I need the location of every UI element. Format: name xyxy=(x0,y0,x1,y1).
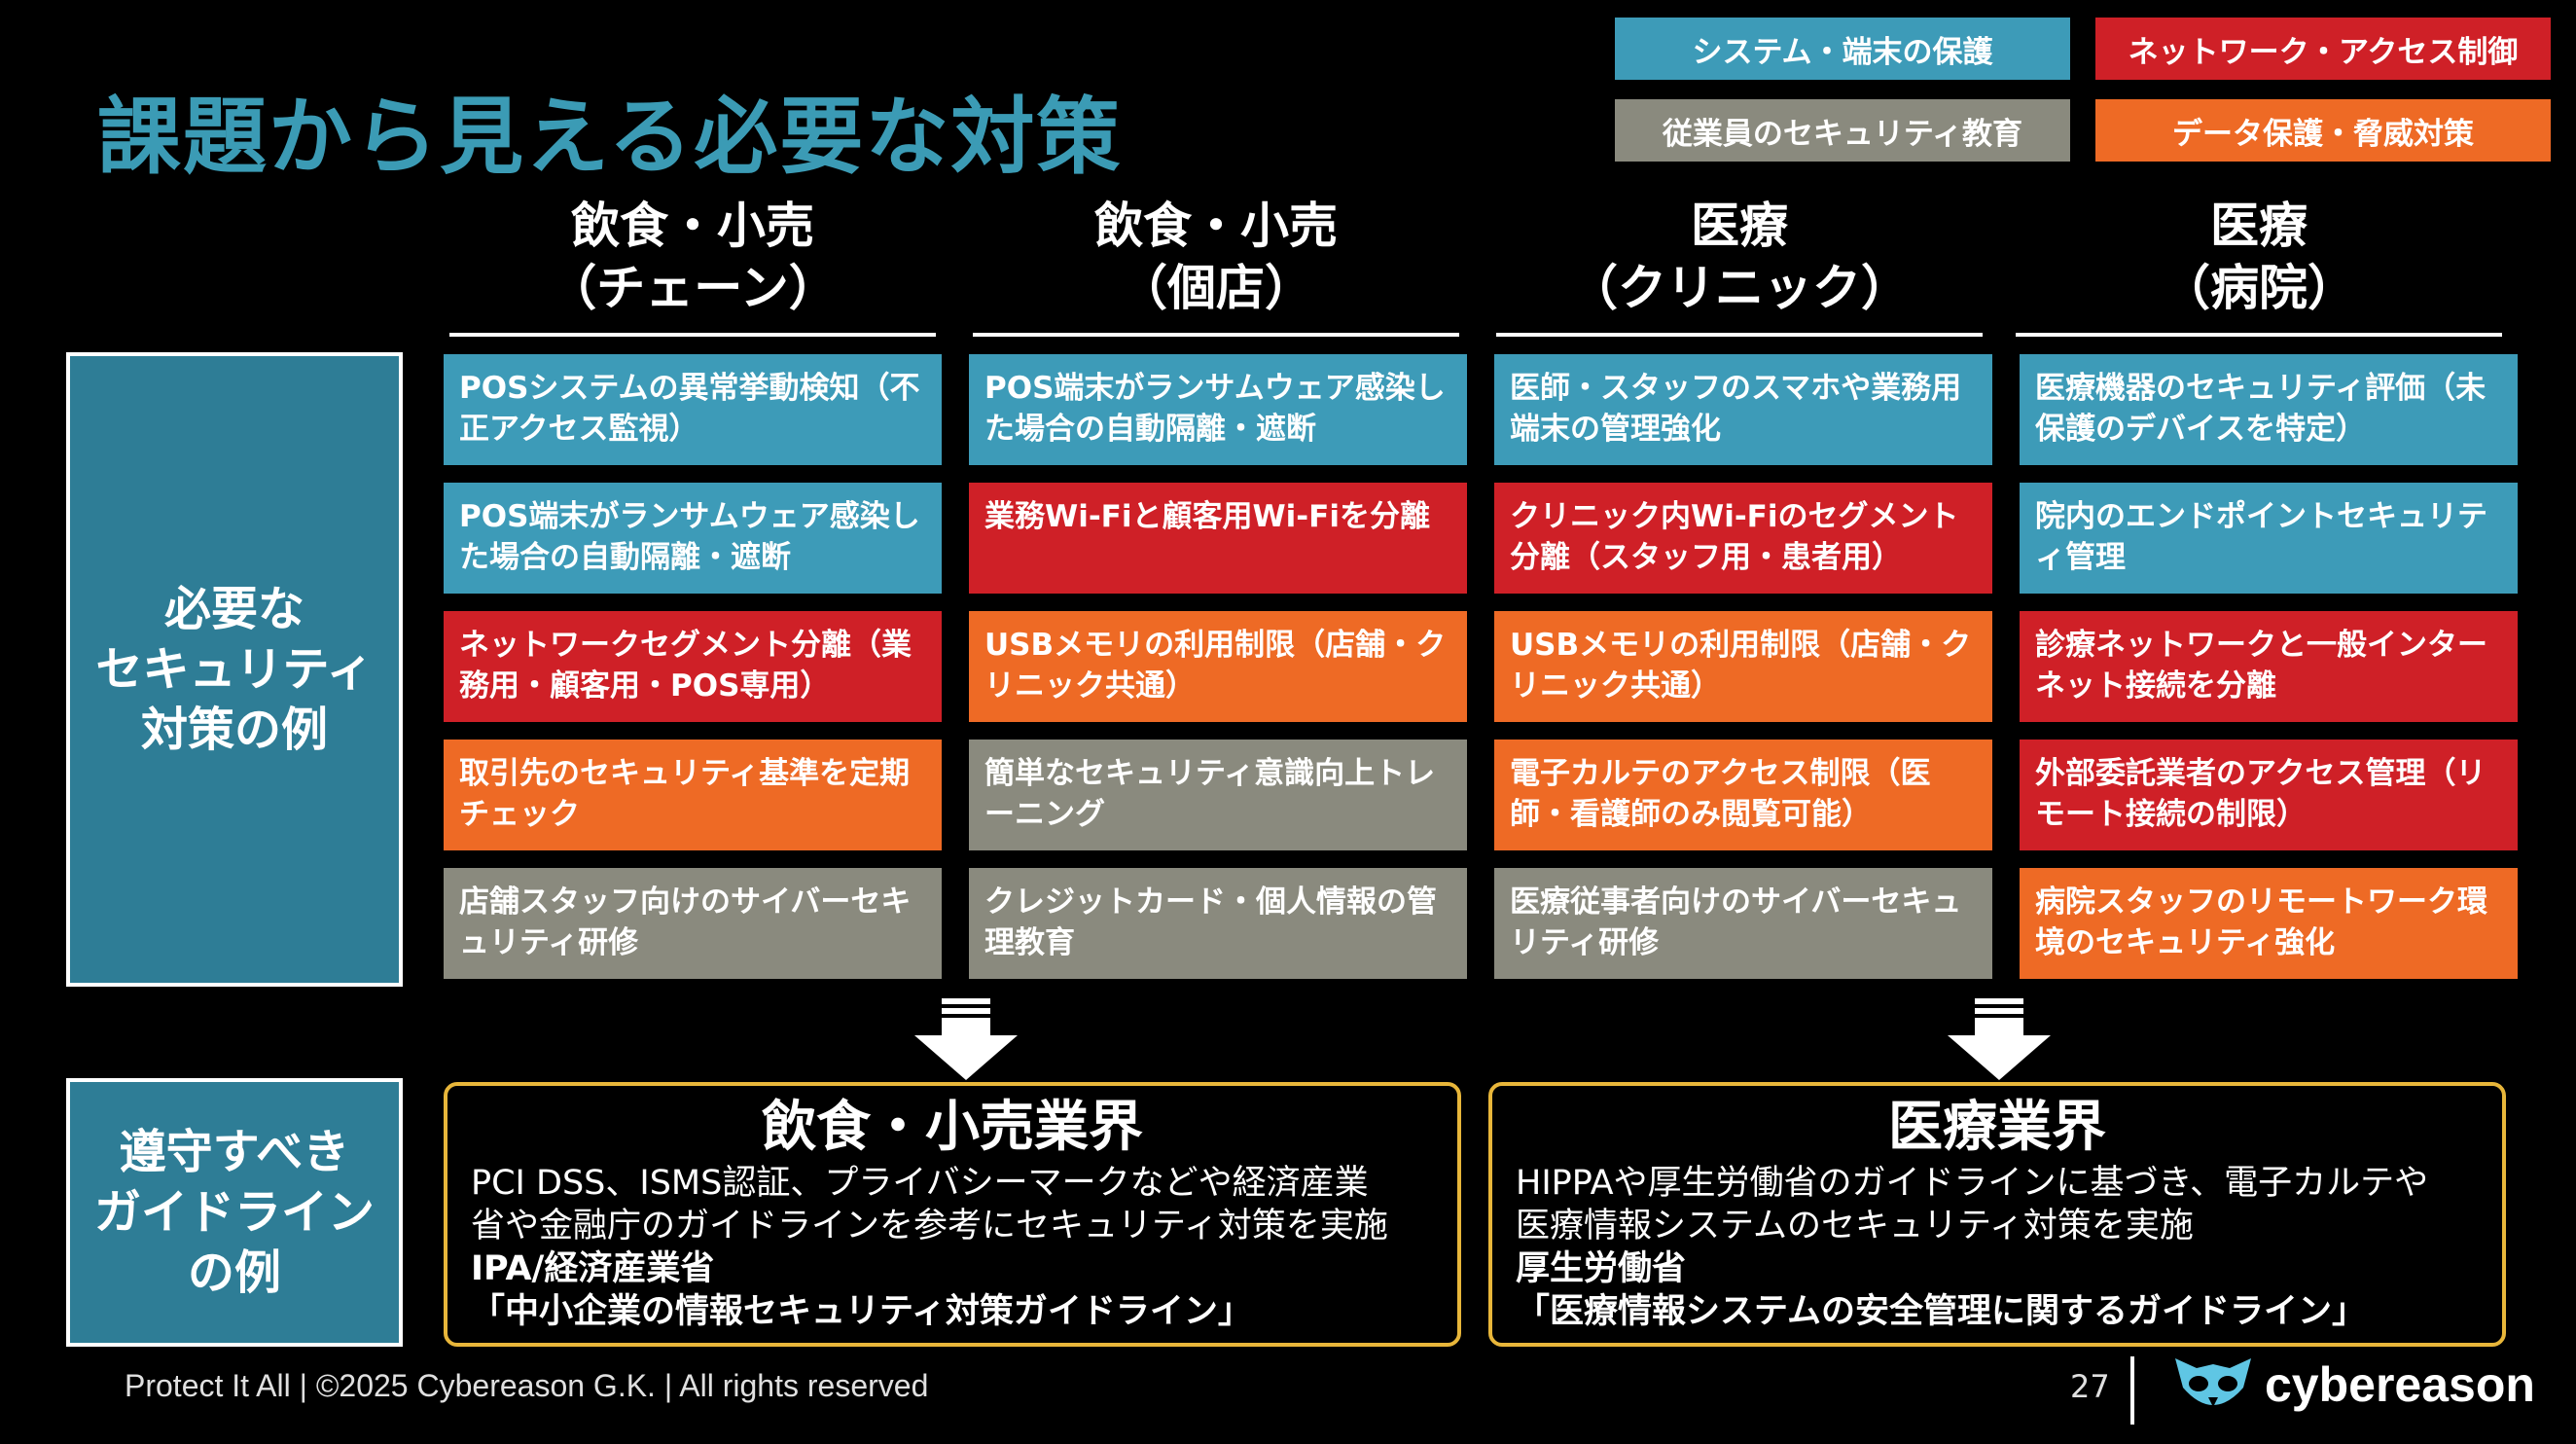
legend-employee-education: 従業員のセキュリティ教育 xyxy=(1615,99,2070,162)
guideline-org: 厚生労働省 xyxy=(1516,1249,1687,1288)
measure-cell: USBメモリの利用制限（店舗・クリニック共通） xyxy=(1494,611,1992,722)
side-label-measures: 必要な セキュリティ 対策の例 xyxy=(66,352,403,987)
side-label-line: の例 xyxy=(187,1245,281,1300)
legend-network-access: ネットワーク・アクセス制御 xyxy=(2095,18,2551,80)
column-header-line2: （個店） xyxy=(1119,260,1313,316)
side-label-line: 遵守すべき xyxy=(119,1125,350,1179)
brand-logo: cybereason xyxy=(2171,1354,2535,1415)
guideline-doc: 「中小企業の情報セキュリティ対策ガイドライン」 xyxy=(471,1292,1252,1331)
measure-cell: 診療ネットワークと一般インターネット接続を分離 xyxy=(2020,611,2518,722)
measure-cell: 簡単なセキュリティ意識向上トレーニング xyxy=(969,740,1467,850)
measures-grid: POSシステムの異常挙動検知（不正アクセス監視）POS端末がランサムウェア感染し… xyxy=(444,354,2520,985)
side-label-line: 必要な xyxy=(163,582,304,636)
measure-cell: 病院スタッフのリモートワーク環境のセキュリティ強化 xyxy=(2020,868,2518,979)
guideline-body: PCI DSS、ISMS認証、プライバシーマークなどや経済産業 省や金融庁のガイ… xyxy=(471,1164,1388,1245)
page-number: 27 xyxy=(2070,1368,2110,1405)
column-header-hospital: 医療 （病院） xyxy=(2016,191,2502,337)
side-label-line: セキュリティ xyxy=(95,642,374,697)
side-label-line: ガイドライン xyxy=(93,1185,375,1240)
guideline-doc: 「医療情報システムの安全管理に関するガイドライン」 xyxy=(1516,1292,2366,1331)
measure-cell: 電子カルテのアクセス制限（医師・看護師のみ閲覧可能） xyxy=(1494,740,1992,850)
guideline-box-retail: 飲食・小売業界 PCI DSS、ISMS認証、プライバシーマークなどや経済産業 … xyxy=(444,1082,1461,1347)
column-header-retail-single: 飲食・小売 （個店） xyxy=(973,191,1459,337)
legend-data-protection: データ保護・脅威対策 xyxy=(2095,99,2551,162)
column-header-clinic: 医療 （クリニック） xyxy=(1496,191,1983,337)
measure-cell: POS端末がランサムウェア感染した場合の自動隔離・遮断 xyxy=(969,354,1467,465)
measure-cell: 外部委託業者のアクセス管理（リモート接続の制限） xyxy=(2020,740,2518,850)
column-header-retail-chain: 飲食・小売 （チェーン） xyxy=(449,191,936,337)
column-header-line2: （病院） xyxy=(2162,260,2356,316)
measure-cell: POSシステムの異常挙動検知（不正アクセス監視） xyxy=(444,354,942,465)
down-arrow-icon xyxy=(1948,998,2051,1080)
guideline-title: 医療業界 xyxy=(1888,1096,2106,1159)
measure-cell: 院内のエンドポイントセキュリティ管理 xyxy=(2020,483,2518,594)
measure-cell: 医療機器のセキュリティ評価（未保護のデバイスを特定） xyxy=(2020,354,2518,465)
guideline-org: IPA/経済産業省 xyxy=(471,1249,715,1288)
measure-cell: 医療従事者向けのサイバーセキュリティ研修 xyxy=(1494,868,1992,979)
column-header-line1: 医療 xyxy=(1691,198,1788,254)
guideline-title: 飲食・小売業界 xyxy=(762,1096,1143,1159)
guideline-body: HIPPAや厚生労働省のガイドラインに基づき、電子カルテや 医療情報システムのセ… xyxy=(1516,1164,2429,1245)
measure-cell: 店舗スタッフ向けのサイバーセキュリティ研修 xyxy=(444,868,942,979)
measure-cell: 医師・スタッフのスマホや業務用端末の管理強化 xyxy=(1494,354,1992,465)
column-header-line2: （チェーン） xyxy=(548,260,838,316)
column-header-line1: 飲食・小売 xyxy=(1094,198,1338,254)
brand-name: cybereason xyxy=(2265,1357,2535,1412)
side-label-guidelines: 遵守すべき ガイドライン の例 xyxy=(66,1078,403,1347)
column-header-line2: （クリニック） xyxy=(1569,260,1910,316)
measure-cell: 業務Wi-Fiと顧客用Wi-Fiを分離 xyxy=(969,483,1467,594)
measure-cell: POS端末がランサムウェア感染した場合の自動隔離・遮断 xyxy=(444,483,942,594)
side-label-line: 対策の例 xyxy=(140,703,328,757)
down-arrow-icon xyxy=(914,998,1018,1080)
owl-logo-icon xyxy=(2175,1358,2251,1407)
page-title: 課題から見える必要な対策 xyxy=(97,89,1123,186)
measure-cell: 取引先のセキュリティ基準を定期チェック xyxy=(444,740,942,850)
footer-divider xyxy=(2130,1356,2134,1425)
column-header-line1: 医療 xyxy=(2210,198,2308,254)
measure-cell: クレジットカード・個人情報の管理教育 xyxy=(969,868,1467,979)
measure-cell: USBメモリの利用制限（店舗・クリニック共通） xyxy=(969,611,1467,722)
legend-system-protection: システム・端末の保護 xyxy=(1615,18,2070,80)
measure-cell: ネットワークセグメント分離（業務用・顧客用・POS専用） xyxy=(444,611,942,722)
measure-cell: クリニック内Wi-Fiのセグメント分離（スタッフ用・患者用） xyxy=(1494,483,1992,594)
guideline-box-medical: 医療業界 HIPPAや厚生労働省のガイドラインに基づき、電子カルテや 医療情報シ… xyxy=(1488,1082,2506,1347)
column-header-line1: 飲食・小売 xyxy=(571,198,814,254)
footer-copyright: Protect It All | ©2025 Cybereason G.K. |… xyxy=(125,1368,929,1403)
